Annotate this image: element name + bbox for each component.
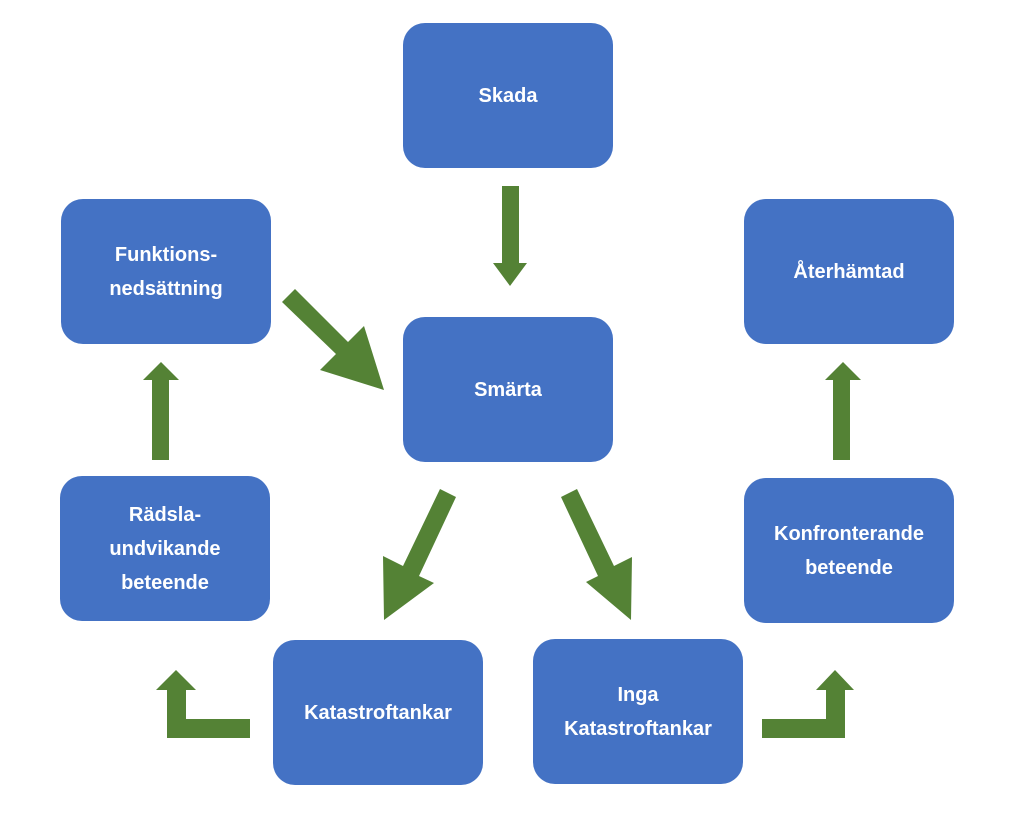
node-funktionsnedsattning: Funktions- nedsättning bbox=[61, 199, 271, 344]
node-radsla-label-line3: beteende bbox=[121, 571, 209, 594]
node-inga-katastroftankar-label-line1: Inga bbox=[617, 683, 659, 706]
node-smarta-label: Smärta bbox=[474, 378, 542, 401]
node-smarta: Smärta bbox=[403, 317, 613, 462]
arrow-smarta-to-inga-katastroftankar bbox=[561, 489, 632, 620]
arrow-inga-katastroftankar-to-konfronterande bbox=[762, 670, 854, 738]
arrow-smarta-to-katastroftankar bbox=[383, 489, 456, 620]
node-inga-katastroftankar: Inga Katastroftankar bbox=[533, 639, 743, 784]
node-funktionsnedsattning-label-line1: Funktions- bbox=[114, 243, 218, 266]
node-funktionsnedsattning-label-line2: nedsättning bbox=[109, 277, 223, 300]
node-konfronterande-beteende: Konfronterande beteende bbox=[744, 478, 954, 623]
arrow-funktionsnedsattning-to-smarta bbox=[282, 289, 384, 390]
node-katastroftankar: Katastroftankar bbox=[273, 640, 483, 785]
node-radsla-undvikande-beteende: Rädsla- undvikande beteende bbox=[60, 476, 270, 621]
node-skada: Skada bbox=[403, 23, 613, 168]
node-inga-katastroftankar-label-line2: Katastroftankar bbox=[564, 717, 712, 740]
node-aterhamtad-label: Återhämtad bbox=[793, 260, 905, 283]
arrow-konfronterande-to-aterhamtad bbox=[825, 362, 861, 460]
node-aterhamtad: Återhämtad bbox=[744, 199, 954, 344]
arrow-radsla-to-funktionsnedsattning bbox=[143, 362, 179, 460]
arrow-skada-to-smarta bbox=[493, 186, 527, 286]
node-radsla-label-line2: undvikande bbox=[109, 537, 221, 560]
arrow-katastroftankar-to-radsla bbox=[156, 670, 250, 738]
node-radsla-label-line1: Rädsla- bbox=[128, 503, 202, 526]
node-skada-label: Skada bbox=[478, 84, 538, 107]
node-konfronterande-label-line2: beteende bbox=[805, 556, 893, 579]
node-katastroftankar-label: Katastroftankar bbox=[304, 701, 452, 724]
node-konfronterande-label-line1: Konfronterande bbox=[774, 522, 924, 545]
